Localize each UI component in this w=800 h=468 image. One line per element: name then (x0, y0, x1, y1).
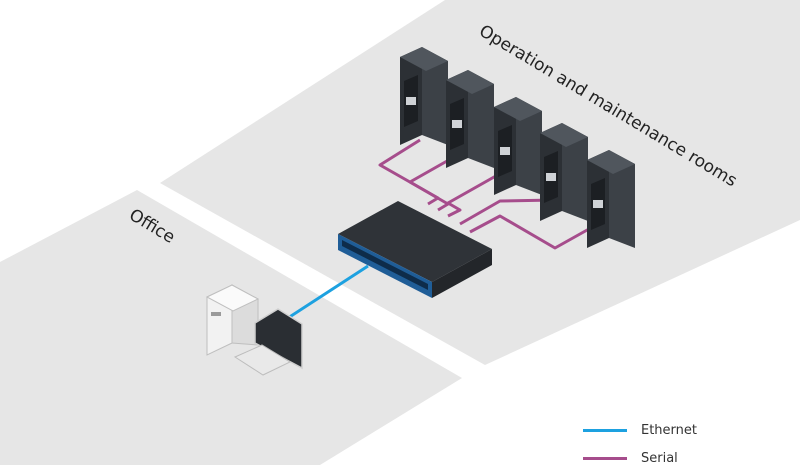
server-rack-icon (400, 47, 448, 145)
keyboard (233, 344, 292, 376)
console-server-icon (338, 201, 492, 298)
serial-cable-2 (408, 146, 471, 212)
monitor (254, 308, 303, 370)
legend-serial-label: Serial (641, 450, 678, 466)
desktop-computer-icon (205, 284, 303, 376)
server-rack-icon (446, 70, 494, 168)
serial-swatch (583, 456, 627, 460)
server-rack-icon (494, 97, 542, 195)
ops-room-floor (160, 0, 800, 365)
server-rack-icon (587, 150, 635, 248)
server-rack-icon (540, 123, 588, 221)
server-racks (400, 47, 635, 248)
legend-ethernet-label: Ethernet (641, 422, 697, 438)
serial-cable-5 (469, 214, 606, 250)
serial-cable-3 (446, 166, 511, 218)
serial-cable-4 (459, 198, 556, 226)
serial-cables (378, 138, 606, 250)
ethernet-swatch (583, 428, 627, 432)
legend-serial: Serial (583, 448, 678, 468)
legend: Ethernet Serial (583, 420, 783, 468)
legend-ethernet: Ethernet (583, 420, 697, 440)
